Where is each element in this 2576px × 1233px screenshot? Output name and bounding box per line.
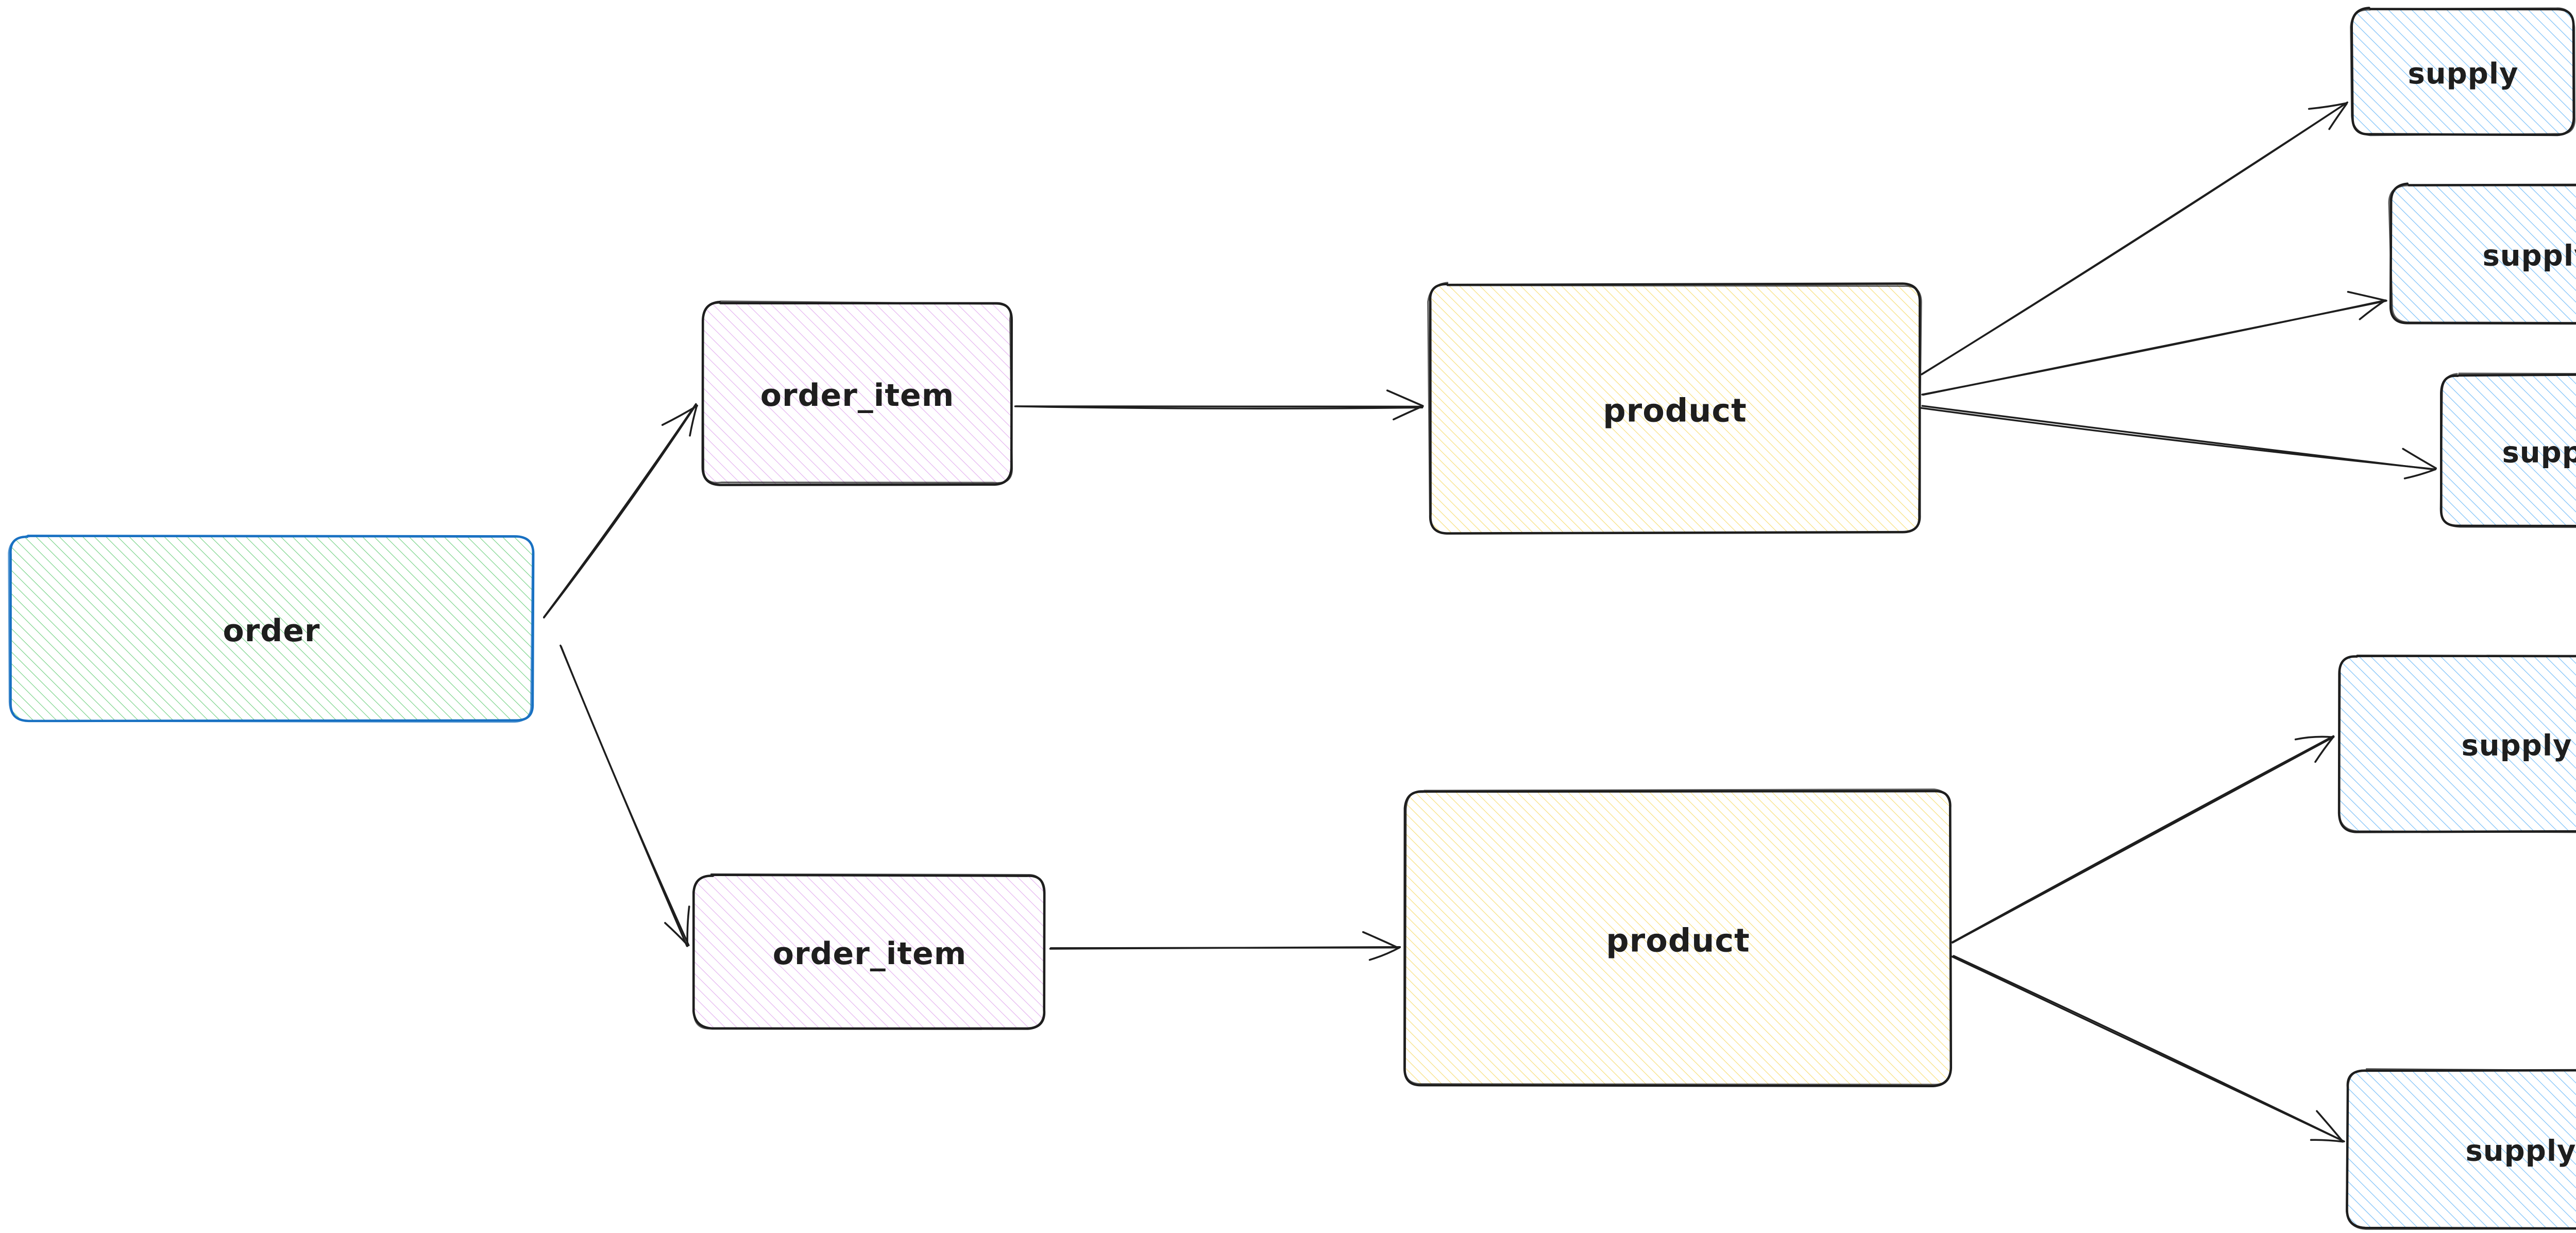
node-outline [2350, 7, 2575, 136]
edge-order_item_top-to-product_top [1014, 389, 1424, 421]
node-outline [2389, 182, 2576, 325]
node-label-product_top: product [1603, 392, 1747, 430]
node-outline [702, 300, 1013, 484]
node-supply_2[interactable]: supply [2388, 182, 2576, 325]
node-fill [10, 537, 533, 722]
node-outline [1427, 282, 1922, 535]
node-outline [1404, 789, 1952, 1086]
node-fill [2390, 184, 2576, 324]
edge-layer [543, 101, 2437, 1143]
node-supply_1[interactable]: supply [2350, 7, 2575, 136]
node-order[interactable]: order [8, 535, 535, 723]
node-fill [2346, 1070, 2576, 1228]
edge-order-to-order_item_bottom [560, 644, 690, 947]
node-label-supply_1: supply [2408, 57, 2518, 91]
node-order_item_bottom[interactable]: order_item [692, 873, 1046, 1030]
node-supply_4[interactable]: supply [2337, 655, 2576, 833]
edge-product_top-to-supply_2 [1921, 290, 2387, 396]
node-label-order_item_bottom: order_item [773, 936, 967, 972]
node-label-supply_5: supply [2465, 1135, 2576, 1168]
node-supply_3[interactable]: supply [2439, 372, 2576, 528]
node-label-order: order [223, 613, 320, 649]
node-supply_5[interactable]: supply [2346, 1068, 2576, 1230]
node-fill [693, 875, 1045, 1029]
node-outline [2388, 184, 2576, 324]
node-layer: orderorder_itemorder_itemproductproducts… [8, 7, 2576, 1230]
node-label-product_bottom: product [1606, 922, 1750, 960]
node-fill [2338, 655, 2576, 832]
node-label-supply_3: supply [2502, 436, 2576, 470]
edge-product_bottom-to-supply_4 [1951, 735, 2335, 944]
edge-order_item_bottom-to-product_bottom [1049, 931, 1401, 961]
node-fill [702, 303, 1012, 485]
node-fill [2351, 8, 2575, 136]
node-outline [2439, 372, 2576, 528]
edge-product_top-to-supply_1 [1921, 101, 2348, 375]
node-label-supply_4: supply [2461, 729, 2572, 763]
node-fill [1404, 790, 1952, 1086]
node-order_item_top[interactable]: order_item [701, 300, 1013, 486]
node-outline [2338, 655, 2576, 833]
node-outline [8, 535, 534, 723]
edge-order-to-order_item_top [543, 403, 699, 619]
node-label-supply_2: supply [2482, 239, 2576, 273]
node-fill [1430, 283, 1921, 534]
node-label-order_item_top: order_item [760, 378, 955, 414]
node-outline [692, 873, 1045, 1030]
node-product_top[interactable]: product [1427, 282, 1922, 535]
node-product_bottom[interactable]: product [1403, 789, 1953, 1087]
node-fill [2441, 374, 2576, 526]
edge-product_bottom-to-supply_5 [1951, 955, 2345, 1143]
node-outline [2346, 1068, 2576, 1230]
edge-product_top-to-supply_3 [1920, 405, 2437, 480]
